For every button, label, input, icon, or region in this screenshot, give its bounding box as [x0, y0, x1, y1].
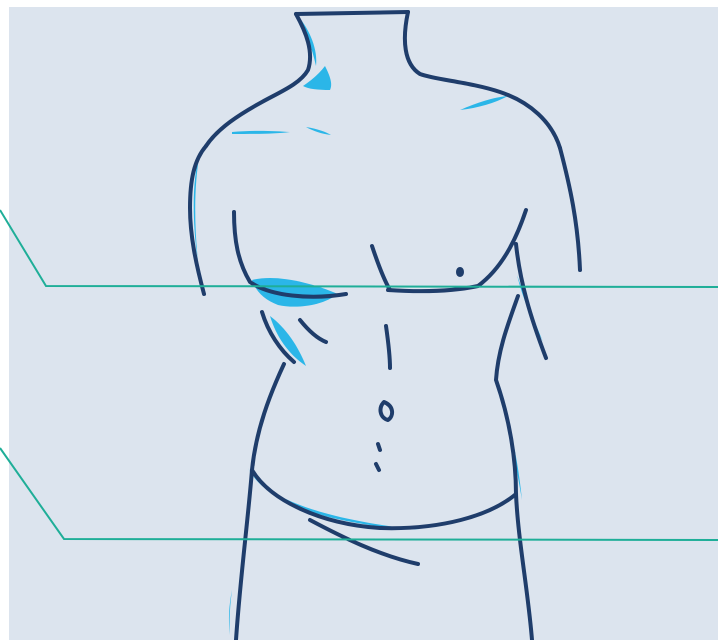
hip-line: [252, 470, 516, 528]
chest-center-left: [372, 246, 390, 290]
left-shoulder-highlight: [232, 131, 290, 134]
right-waist-line: [496, 296, 532, 640]
body-outline: [190, 12, 580, 640]
right-chest-line: [388, 210, 526, 291]
abdomen-center-line: [386, 326, 390, 368]
neck-left-line: [206, 14, 310, 146]
left-rib-line-2: [300, 320, 326, 342]
nipple-mark: [458, 269, 462, 275]
chest-highlight: [306, 127, 331, 135]
left-pec-shade: [252, 278, 338, 307]
neck-right-line: [405, 12, 560, 148]
guide-lines: [0, 210, 718, 540]
navel: [381, 402, 393, 420]
belly-dot-2: [376, 464, 379, 470]
chest-guide-line: [0, 210, 718, 287]
left-arm-outline: [190, 146, 206, 294]
neck-top-line: [296, 12, 408, 14]
belly-dot-1: [378, 444, 380, 450]
right-shoulder-highlight: [460, 96, 508, 110]
left-waist-line: [236, 364, 284, 640]
right-lat-line: [516, 244, 546, 358]
left-leg-highlight: [229, 590, 232, 635]
right-arm-outline: [560, 148, 580, 270]
